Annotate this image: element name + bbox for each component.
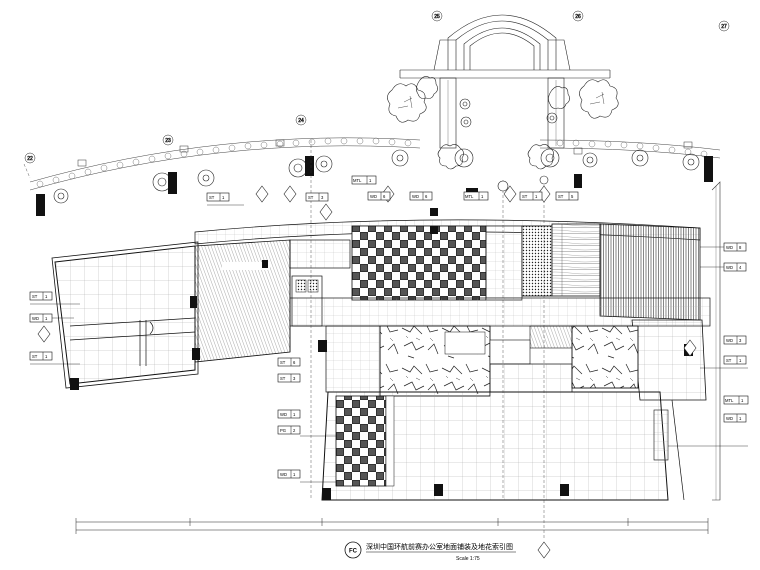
svg-text:1: 1 bbox=[739, 416, 742, 421]
right-material-tags: WD 8 WD 4 WD 3 ST 1 MTL 1 bbox=[668, 242, 749, 447]
material-tag: WD 1 bbox=[277, 469, 336, 483]
axis-bubble: 22 bbox=[24, 152, 36, 164]
svg-text:3: 3 bbox=[293, 376, 296, 381]
axis-bubble: 23 bbox=[162, 134, 174, 146]
right-curtain-wall bbox=[711, 181, 721, 501]
svg-text:26: 26 bbox=[575, 14, 581, 20]
material-tag: ST 1 bbox=[29, 351, 80, 365]
top-material-tags: ST 1 ST 3 MTL 1 WD 6 WD 6 bbox=[206, 175, 579, 206]
svg-text:ST: ST bbox=[32, 354, 38, 359]
svg-text:1: 1 bbox=[45, 316, 48, 321]
material-tag: ST 1 bbox=[206, 192, 244, 206]
drawing-title: 深圳中国环航前赛办公室地面铺装及地花索引图 bbox=[366, 542, 513, 551]
svg-text:ST: ST bbox=[32, 294, 38, 299]
drawing-code-bubble: FC bbox=[344, 541, 362, 559]
svg-text:FC: FC bbox=[349, 549, 358, 555]
material-tag: WD 1 bbox=[29, 313, 74, 323]
axis-bubble: 24 bbox=[295, 114, 307, 126]
material-tag: ST 3 bbox=[277, 373, 301, 383]
building-outline bbox=[51, 219, 711, 501]
landscape-trees bbox=[53, 76, 700, 204]
svg-text:24: 24 bbox=[298, 118, 304, 124]
material-tag: MTL 1 bbox=[723, 395, 749, 405]
svg-text:WD: WD bbox=[726, 265, 733, 270]
svg-text:1: 1 bbox=[45, 294, 48, 299]
svg-text:1: 1 bbox=[535, 194, 538, 199]
svg-text:8: 8 bbox=[739, 245, 742, 250]
material-tag: ST 5 bbox=[555, 191, 579, 201]
svg-text:2: 2 bbox=[293, 428, 296, 433]
svg-text:WD: WD bbox=[412, 194, 419, 199]
material-tag: WD 1 bbox=[277, 409, 301, 419]
hedge-dots bbox=[36, 137, 708, 188]
svg-text:ST: ST bbox=[726, 358, 732, 363]
center-material-tags: ST 6 ST 3 WD 1 PG 2 WD 1 bbox=[277, 357, 336, 483]
svg-text:27: 27 bbox=[721, 24, 727, 30]
material-tag: MTL 1 bbox=[351, 175, 377, 185]
entrance-canopy bbox=[399, 14, 611, 149]
material-tag: WD 8 bbox=[700, 242, 747, 252]
svg-text:MTL: MTL bbox=[465, 194, 474, 199]
material-tag: WD 1 bbox=[668, 413, 748, 447]
material-tag: WD 6 bbox=[367, 191, 391, 201]
svg-text:PG: PG bbox=[280, 428, 286, 433]
svg-text:1: 1 bbox=[741, 398, 744, 403]
material-tag: ST 6 bbox=[277, 357, 301, 367]
svg-text:1: 1 bbox=[293, 472, 296, 477]
material-tag: ST 3 bbox=[305, 192, 329, 202]
title-block: FC 深圳中国环航前赛办公室地面铺装及地花索引图 Scale 1:75 bbox=[344, 541, 516, 562]
svg-text:ST: ST bbox=[209, 195, 215, 200]
section-diamonds bbox=[37, 175, 697, 559]
svg-text:WD: WD bbox=[726, 245, 733, 250]
drawing-scale: Scale 1:75 bbox=[456, 556, 480, 562]
svg-text:1: 1 bbox=[481, 194, 484, 199]
axis-bubble: 27 bbox=[718, 20, 730, 32]
material-tag: MTL 1 bbox=[463, 191, 489, 201]
material-tag: ST 1 bbox=[700, 355, 748, 369]
svg-text:ST: ST bbox=[280, 360, 286, 365]
axis-bubble: 25 bbox=[431, 10, 443, 22]
svg-text:1: 1 bbox=[222, 195, 225, 200]
svg-text:6: 6 bbox=[383, 194, 386, 199]
left-material-tags: ST 1 WD 1 ST 1 bbox=[29, 291, 80, 365]
svg-text:1: 1 bbox=[739, 358, 742, 363]
svg-text:ST: ST bbox=[308, 195, 314, 200]
svg-text:MTL: MTL bbox=[725, 398, 734, 403]
dimension-line bbox=[75, 518, 709, 534]
svg-text:WD: WD bbox=[280, 472, 287, 477]
svg-text:5: 5 bbox=[571, 194, 574, 199]
svg-text:3: 3 bbox=[739, 338, 742, 343]
svg-text:WD: WD bbox=[32, 316, 39, 321]
svg-text:WD: WD bbox=[726, 416, 733, 421]
svg-text:6: 6 bbox=[425, 194, 428, 199]
svg-text:ST: ST bbox=[558, 194, 564, 199]
interior-partitions bbox=[69, 240, 291, 366]
hedge-line bbox=[29, 137, 721, 191]
material-tag: WD 3 bbox=[723, 335, 747, 345]
svg-text:MTL: MTL bbox=[353, 178, 362, 183]
svg-text:6: 6 bbox=[293, 360, 296, 365]
axis-bubble: 26 bbox=[572, 10, 584, 22]
svg-text:1: 1 bbox=[45, 354, 48, 359]
svg-text:WD: WD bbox=[726, 338, 733, 343]
svg-text:ST: ST bbox=[522, 194, 528, 199]
svg-text:ST: ST bbox=[280, 376, 286, 381]
svg-text:WD: WD bbox=[280, 412, 287, 417]
svg-text:1: 1 bbox=[369, 178, 372, 183]
svg-text:1: 1 bbox=[293, 412, 296, 417]
svg-text:WD: WD bbox=[370, 194, 377, 199]
material-tag: ST 1 bbox=[29, 291, 80, 305]
svg-text:25: 25 bbox=[434, 14, 440, 20]
material-tag: WD 6 bbox=[409, 191, 433, 201]
exterior-markers bbox=[77, 139, 693, 167]
grid-axes: 25 26 27 23 24 22 bbox=[24, 10, 730, 164]
svg-text:3: 3 bbox=[321, 195, 324, 200]
material-tag: PG 2 bbox=[277, 425, 336, 437]
svg-text:22: 22 bbox=[27, 156, 33, 162]
svg-text:4: 4 bbox=[739, 265, 742, 270]
material-tag: WD 4 bbox=[700, 262, 747, 272]
material-tag: ST 1 bbox=[519, 191, 543, 201]
svg-text:23: 23 bbox=[165, 138, 171, 144]
